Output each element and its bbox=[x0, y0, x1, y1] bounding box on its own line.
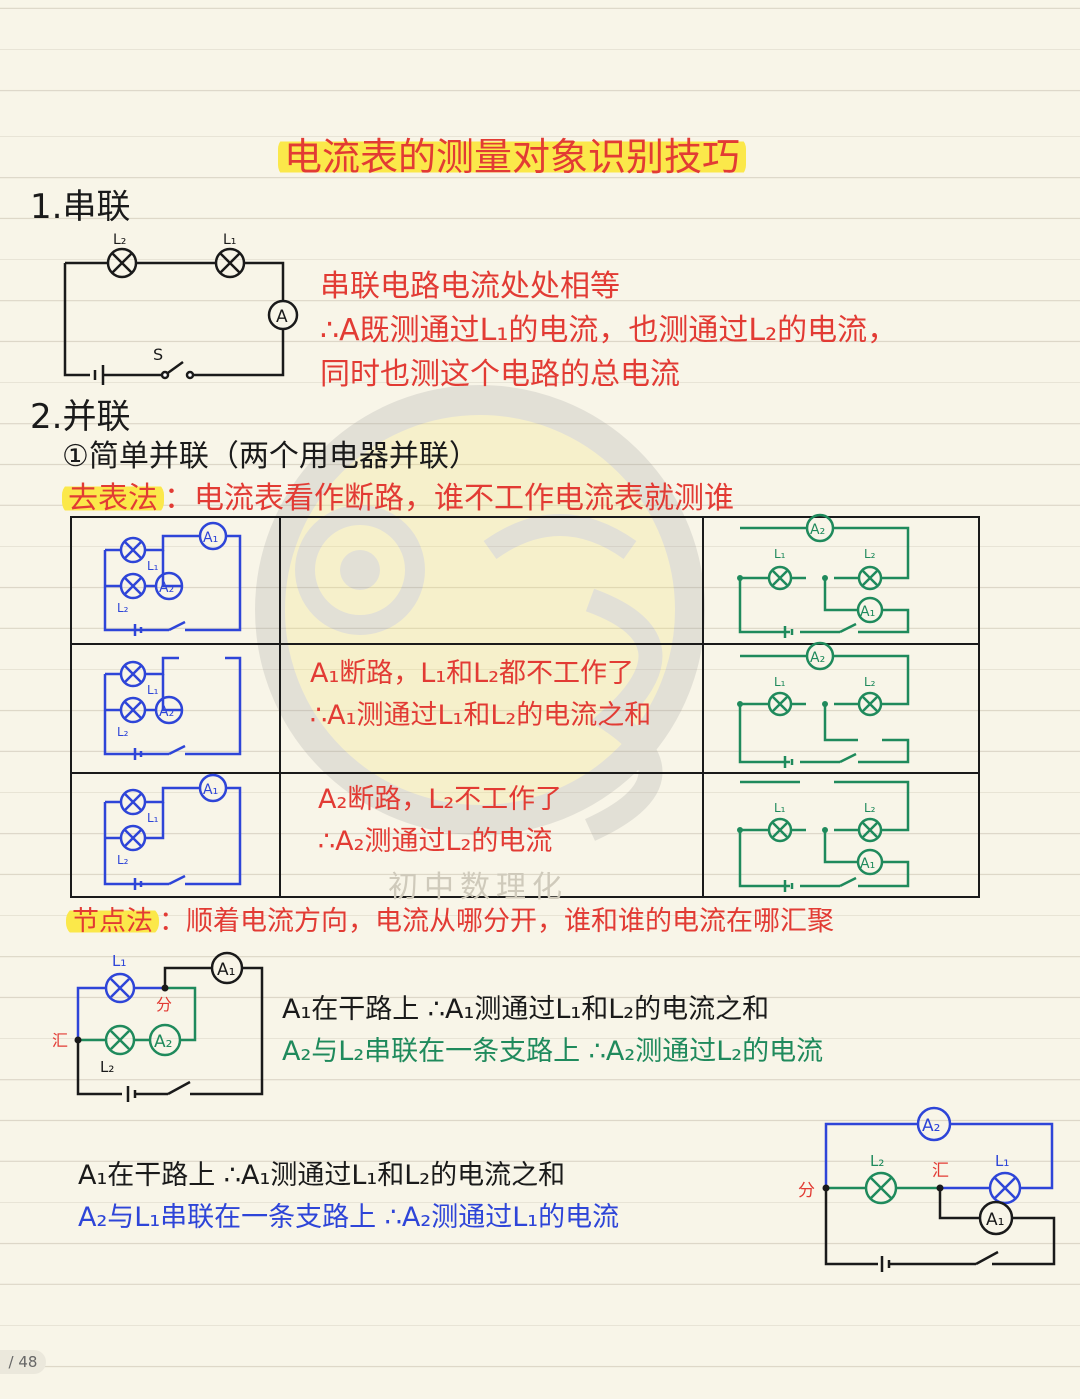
label-l1: L₁ bbox=[774, 675, 786, 689]
example1-line-2: A₂与L₂串联在一条支路上 ∴A₂测通过L₂的电流 bbox=[282, 1036, 824, 1067]
green-circuit-1: A₂ A₁ L₁ L₂ bbox=[737, 513, 910, 638]
label-l1: L₁ bbox=[147, 559, 159, 573]
method1-line: 去表法：电流表看作断路，谁不工作电流表就测谁 bbox=[62, 481, 734, 516]
label-l2: L₂ bbox=[100, 1058, 114, 1076]
label-l1: L₁ bbox=[995, 1152, 1009, 1170]
page-title: 电流表的测量对象识别技巧 bbox=[278, 135, 747, 179]
series-line-1: 串联电路电流处处相等 bbox=[320, 269, 620, 304]
label-l2: L₂ bbox=[117, 853, 129, 867]
label-a2: A₂ bbox=[154, 1032, 172, 1052]
label-l1: L₁ bbox=[223, 232, 236, 248]
watermark-text: 初中数理化 bbox=[388, 870, 568, 905]
label-a2: A₂ bbox=[810, 650, 825, 666]
split-label: 分 bbox=[798, 1181, 815, 1201]
label-a: A bbox=[276, 307, 288, 327]
row2-line-2: ∴A₁测通过L₁和L₂的电流之和 bbox=[310, 700, 652, 731]
join-label: 汇 bbox=[52, 1031, 68, 1050]
blue-circuit-1: A₁ A₂ L₁ L₂ bbox=[103, 521, 242, 636]
label-a1: A₁ bbox=[203, 530, 218, 546]
label-l2: L₂ bbox=[117, 601, 129, 615]
method2-line: 节点法：顺着电流方向，电流从哪分开，谁和谁的电流在哪汇聚 bbox=[66, 906, 834, 937]
green-circuit-2: A₂ L₁ L₂ bbox=[737, 641, 910, 768]
label-a2: A₂ bbox=[159, 580, 174, 596]
section2-heading: 2.并联 bbox=[30, 397, 131, 437]
label-l2: L₂ bbox=[864, 801, 876, 815]
label-a2: A₂ bbox=[922, 1116, 940, 1136]
series-line-2: ∴A既测通过L₁的电流，也测通过L₂的电流， bbox=[320, 313, 898, 348]
row3-line-2: ∴A₂测通过L₂的电流 bbox=[318, 826, 553, 857]
example2-line-1: A₁在干路上 ∴A₁测通过L₁和L₂的电流之和 bbox=[78, 1160, 566, 1191]
label-a1: A₁ bbox=[860, 856, 875, 872]
label-l1: L₁ bbox=[147, 811, 159, 825]
page-indicator: / 48 bbox=[0, 1350, 46, 1374]
example1-line-1: A₁在干路上 ∴A₁测通过L₁和L₂的电流之和 bbox=[282, 994, 770, 1025]
method1-table bbox=[70, 516, 980, 898]
label-a1: A₁ bbox=[217, 960, 235, 980]
series-circuit: L₂ L₁ A S bbox=[63, 232, 299, 385]
section1-heading: 1.串联 bbox=[30, 187, 131, 227]
label-l2: L₂ bbox=[864, 675, 876, 689]
row2-line-1: A₁断路，L₁和L₂都不工作了 bbox=[310, 658, 635, 689]
label-l2: L₂ bbox=[113, 232, 126, 248]
label-l1: L₁ bbox=[774, 801, 786, 815]
blue-circuit-3: A₁ L₁ L₂ bbox=[103, 773, 242, 890]
method1-label: 去表法 bbox=[62, 481, 164, 516]
label-l2: L₂ bbox=[117, 725, 129, 739]
blue-circuit-2: A₂ L₁ L₂ bbox=[103, 656, 242, 760]
label-l1: L₁ bbox=[112, 952, 126, 970]
row3-line-1: A₂断路，L₂不工作了 bbox=[318, 784, 563, 815]
label-a2: A₂ bbox=[159, 704, 174, 720]
node-circuit-1: A₁ A₂ L₁ L₂ 分 汇 bbox=[52, 951, 264, 1102]
label-a2: A₂ bbox=[810, 522, 825, 538]
split-label: 分 bbox=[156, 995, 172, 1014]
example2-line-2: A₂与L₁串联在一条支路上 ∴A₂测通过L₁的电流 bbox=[78, 1202, 620, 1233]
section2-sub: ①简单并联（两个用电器并联） bbox=[62, 439, 479, 474]
label-a1: A₁ bbox=[203, 782, 218, 798]
method1-text: ：电流表看作断路，谁不工作电流表就测谁 bbox=[164, 481, 734, 516]
join-label: 汇 bbox=[932, 1161, 949, 1181]
label-l1: L₁ bbox=[774, 547, 786, 561]
label-a1: A₁ bbox=[860, 604, 875, 620]
method2-label: 节点法 bbox=[66, 906, 159, 937]
label-l2: L₂ bbox=[864, 547, 876, 561]
series-line-3: 同时也测这个电路的总电流 bbox=[320, 357, 680, 392]
green-circuit-3: A₁ L₁ L₂ bbox=[737, 780, 910, 892]
label-s: S bbox=[153, 345, 163, 364]
label-a1: A₁ bbox=[986, 1210, 1004, 1230]
method2-text: ：顺着电流方向，电流从哪分开，谁和谁的电流在哪汇聚 bbox=[159, 906, 834, 937]
node-circuit-2: A₂ A₁ L₂ L₁ 分 汇 bbox=[798, 1106, 1056, 1272]
label-l1: L₁ bbox=[147, 683, 159, 697]
label-l2: L₂ bbox=[870, 1152, 884, 1170]
